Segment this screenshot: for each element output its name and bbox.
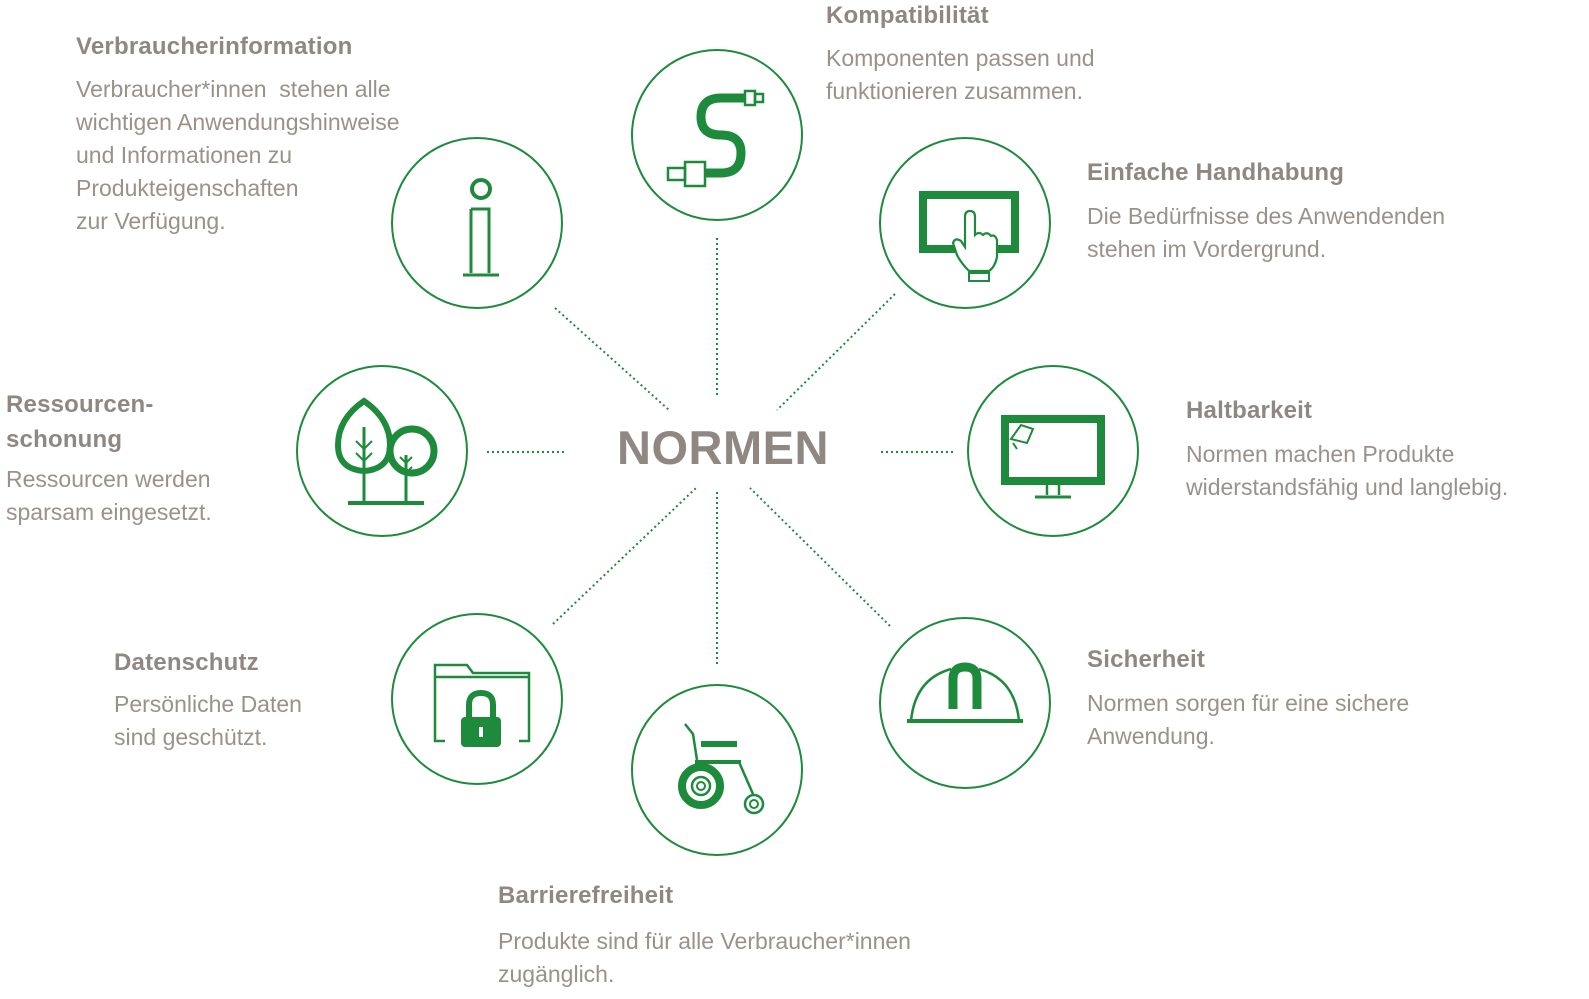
kompatibilitaet-circle — [631, 49, 803, 221]
verbraucher-desc: Verbraucher*innen stehen alle wichtigen … — [76, 76, 400, 234]
hard-hat-icon — [907, 662, 1023, 723]
datenschutz-desc: Persönliche Daten sind geschützt. — [114, 691, 302, 750]
wheelchair-icon — [678, 723, 765, 815]
sicherheit-title: Sicherheit — [1087, 646, 1206, 673]
ressourcen-title: Ressourcen- schonung — [6, 391, 154, 453]
connector-bottom-left — [552, 487, 697, 625]
datenschutz-circle — [391, 613, 563, 785]
trees-icon — [334, 397, 438, 505]
datenschutz-title: Datenschutz — [114, 649, 259, 676]
center-label: NORMEN — [617, 421, 829, 474]
haltbarkeit-desc: Normen machen Produkte widerstandsfähig … — [1186, 441, 1509, 500]
info-icon — [463, 178, 499, 277]
ressourcen-desc: Ressourcen werden sparsam eingesetzt. — [6, 466, 212, 525]
kompatibilitaet-title: Kompatibilität — [826, 2, 989, 29]
handhabung-circle — [879, 137, 1051, 309]
touchscreen-hand-icon — [919, 191, 1019, 282]
handhabung-desc: Die Bedürfnisse des Anwendenden stehen i… — [1087, 203, 1446, 262]
connector-bottom-right — [749, 487, 891, 627]
cable-connector-icon — [666, 89, 765, 188]
haltbarkeit-title: Haltbarkeit — [1186, 397, 1313, 424]
verbraucher-title: Verbraucherinformation — [76, 33, 353, 60]
sicherheit-circle — [879, 617, 1051, 789]
locked-folder-icon — [433, 663, 531, 747]
kompatibilitaet-desc: Komponenten passen und funktionieren zus… — [826, 45, 1095, 104]
barrierefreiheit-title: Barrierefreiheit — [498, 882, 674, 909]
ressourcen-circle — [296, 365, 468, 537]
verbraucher-circle — [391, 137, 563, 309]
haltbarkeit-circle — [967, 365, 1139, 537]
connector-top-left — [554, 307, 670, 411]
connector-top-right — [776, 293, 896, 411]
monitor-icon — [1001, 415, 1105, 499]
barrierefreiheit-desc: Produkte sind für alle Verbraucher*innen… — [498, 928, 911, 987]
barrierefreiheit-circle — [631, 684, 803, 856]
sicherheit-desc: Normen sorgen für eine sichere Anwendung… — [1087, 690, 1410, 749]
handhabung-title: Einfache Handhabung — [1087, 159, 1345, 186]
